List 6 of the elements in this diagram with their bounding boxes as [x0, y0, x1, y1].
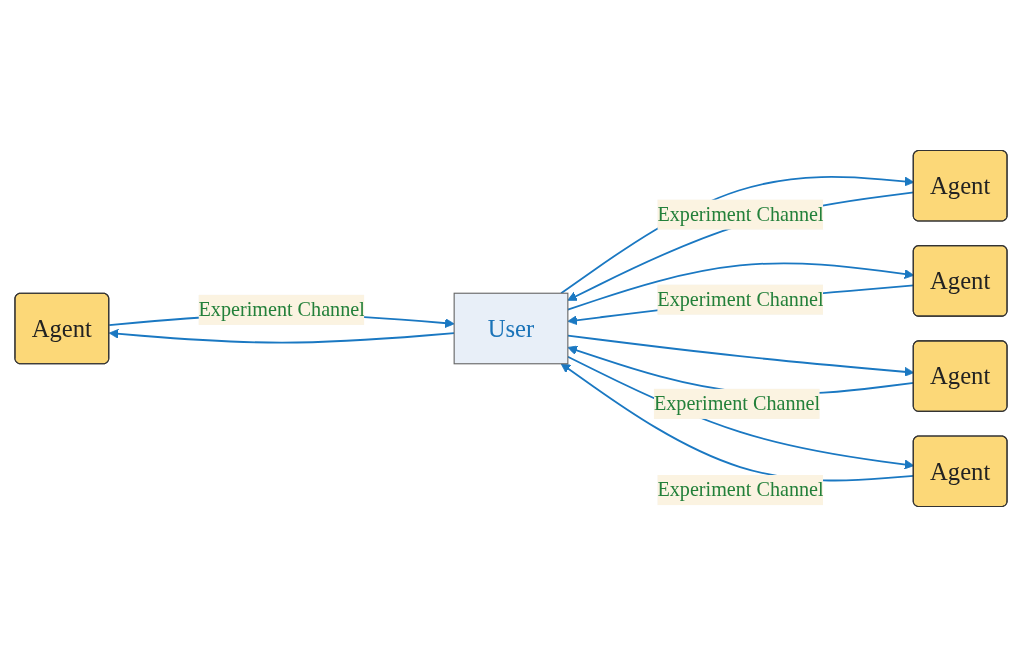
edge-label: Experiment Channel: [653, 392, 821, 415]
edge-label: Experiment Channel: [657, 202, 824, 226]
node-box: User: [453, 292, 569, 365]
edge-label: Experiment Channel: [198, 298, 365, 321]
edge-label: Experiment Channel: [657, 287, 824, 311]
edge-label: Experiment Channel: [657, 478, 824, 501]
